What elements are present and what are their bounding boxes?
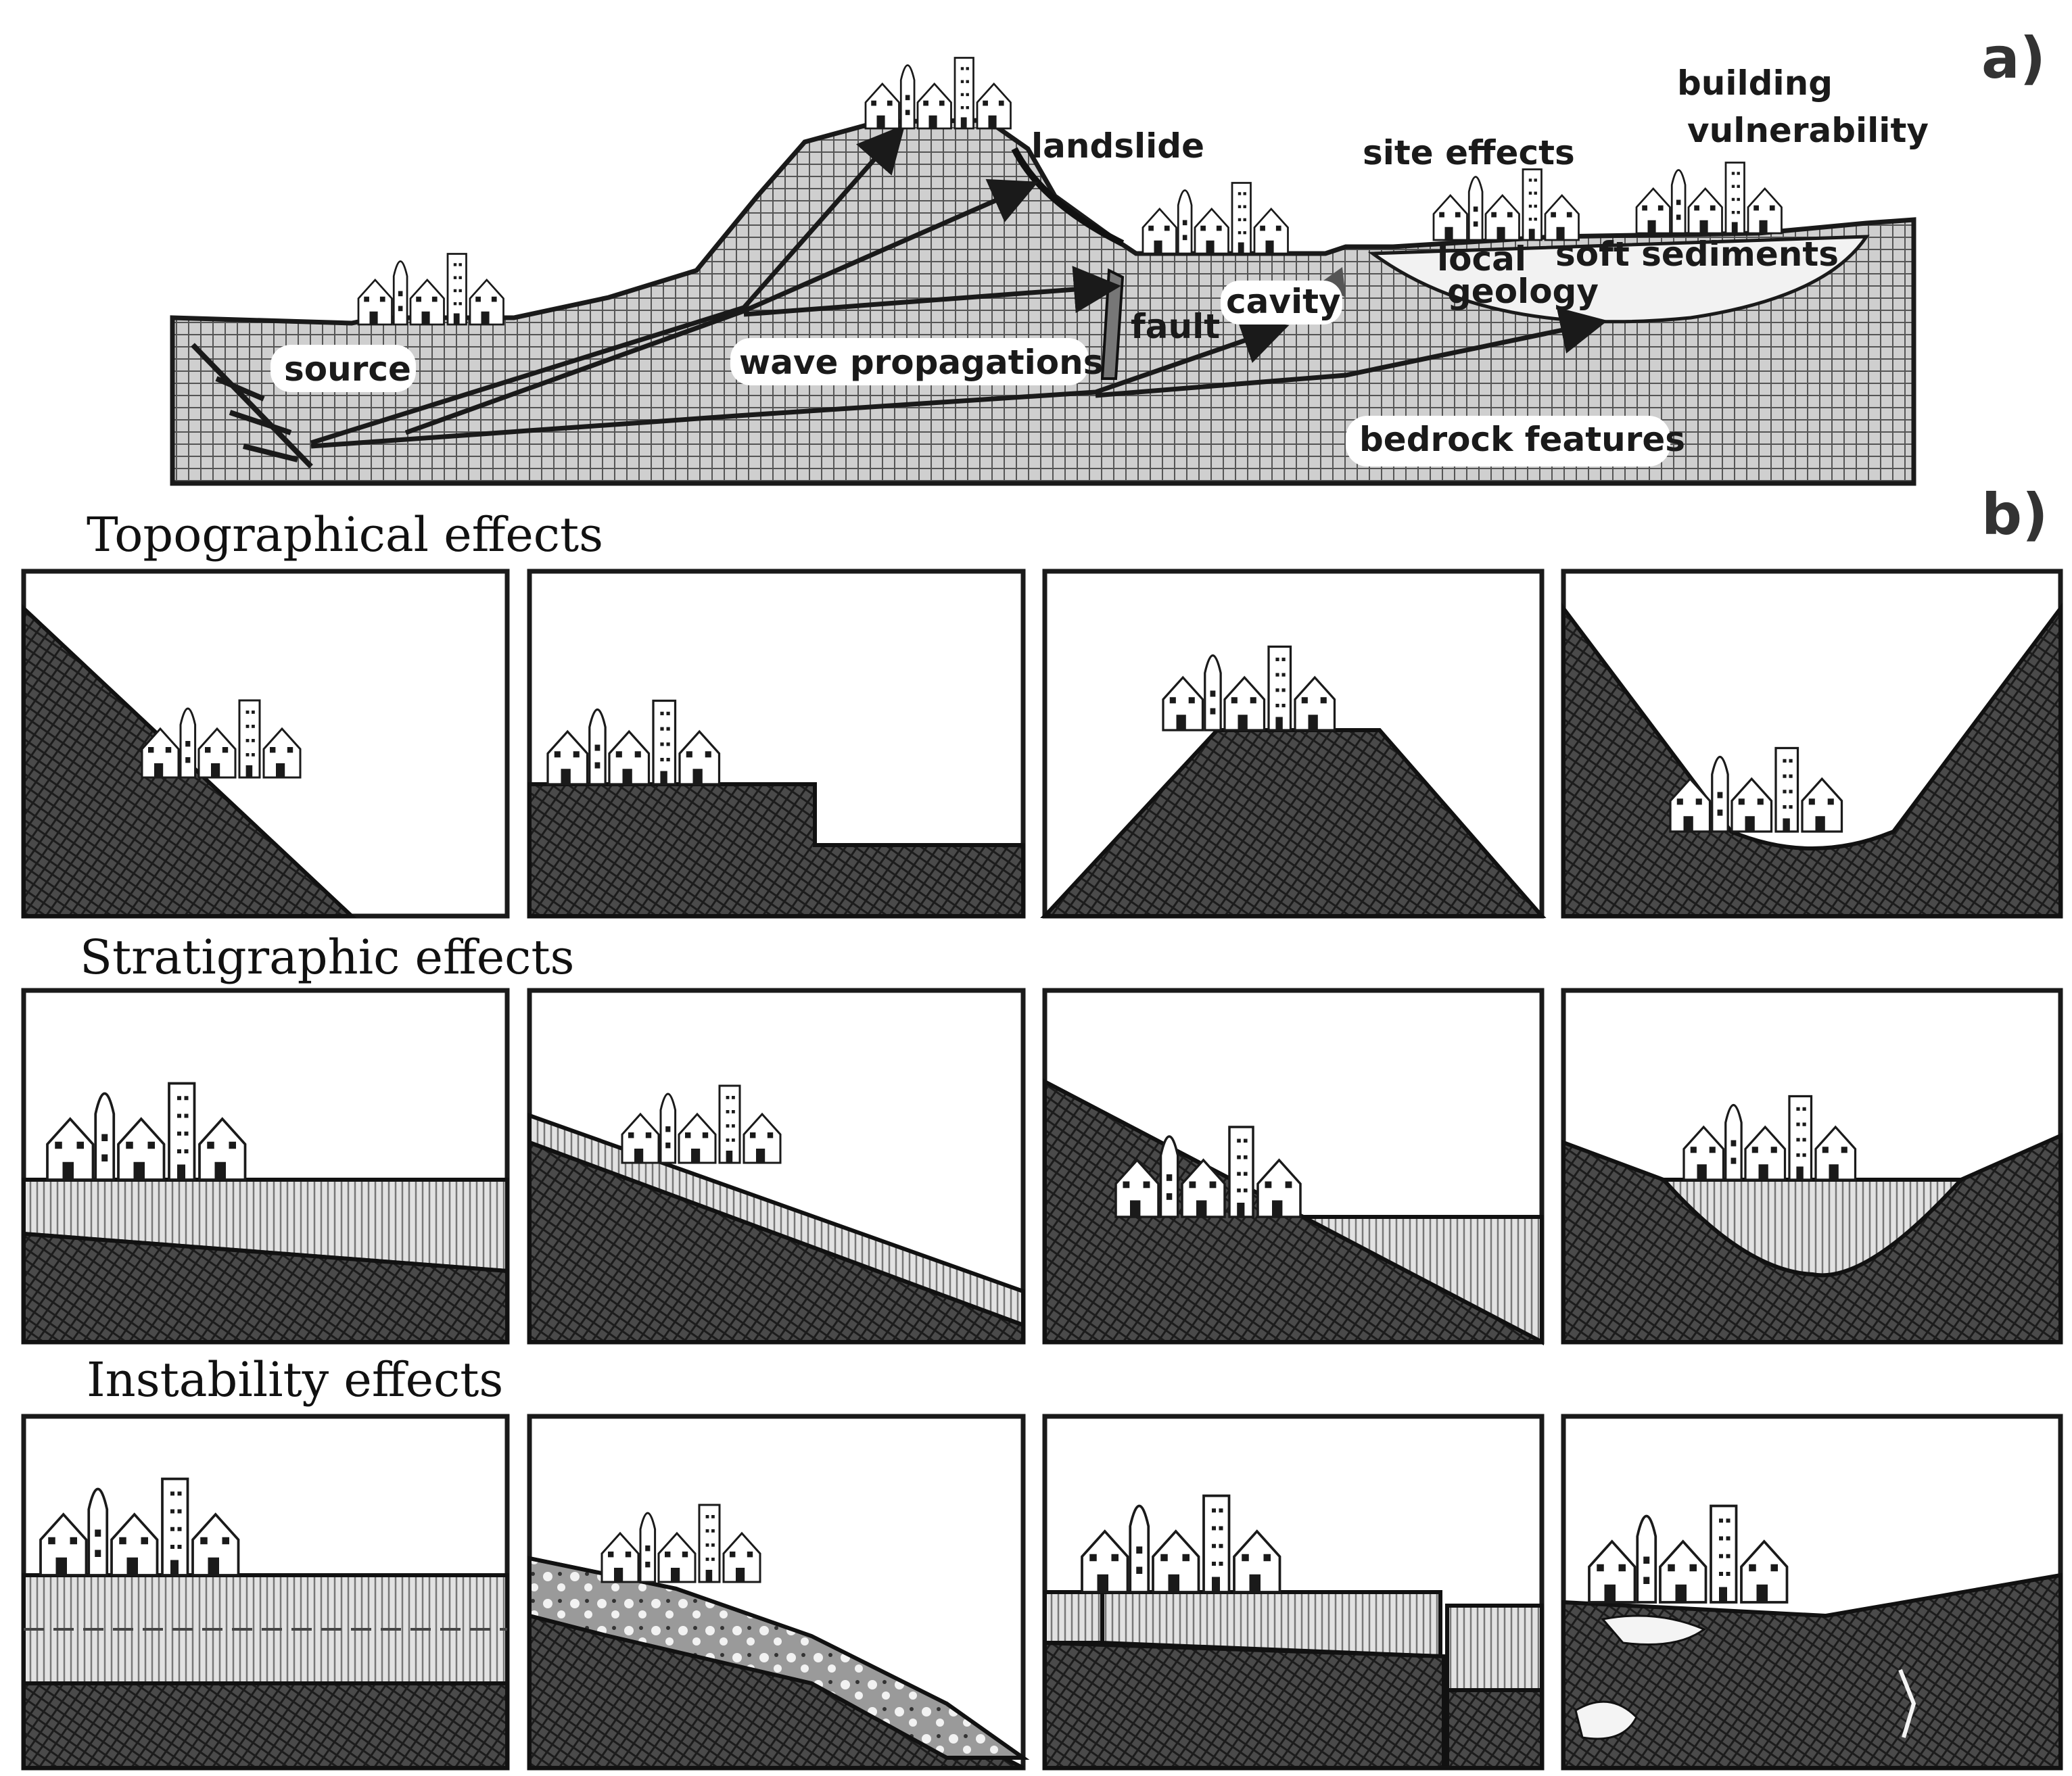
panel-hill-crest: [1040, 569, 1547, 919]
label-cavity: cavity: [1226, 282, 1341, 321]
landslide-slip: [1011, 147, 1125, 247]
label-building: building: [1677, 64, 1833, 103]
label-source: source: [284, 350, 411, 389]
panel-fault-offset: [1042, 1414, 1545, 1771]
village-hilltop: [866, 58, 1011, 129]
panel-slope: [21, 569, 510, 919]
soft-sediment-basin: [1367, 235, 1870, 324]
label-fault: fault: [1131, 307, 1220, 346]
village-basin: [1434, 170, 1579, 241]
stratigraphic-effects-row: [21, 988, 2063, 1345]
panel-flat-sediment-layer: [21, 988, 510, 1345]
panel-landslide-debris: [527, 1414, 1030, 1771]
panel-cavity-collapse: [1561, 1414, 2063, 1771]
panel-liquefaction-layer: [21, 1414, 510, 1771]
instability-effects-row: [21, 1414, 2063, 1771]
section-title-stratigraphic: Stratigraphic effects: [80, 930, 574, 985]
panel-inclined-layer: [527, 988, 1026, 1345]
label-bg: [270, 345, 416, 392]
label-landslide: landslide: [1031, 126, 1204, 166]
village-left: [358, 254, 504, 325]
panel-valley: [1561, 569, 2063, 919]
label-local: local: [1437, 239, 1526, 279]
panel-cliff-edge: [527, 569, 1026, 919]
label-vulnerability: vulnerability: [1687, 111, 1929, 150]
wave-propagation-rays: [310, 124, 1608, 449]
seismic-source: [191, 343, 313, 469]
label-bg: [1221, 281, 1342, 325]
village-right: [1637, 163, 1782, 234]
panel-a-cross-section: source wave propagations landslide fault…: [170, 58, 1929, 486]
panel-a-letter: a): [1981, 25, 2046, 91]
label-bg: [1346, 416, 1670, 466]
label-bg: [730, 338, 1089, 385]
label-bedrock-features: bedrock features: [1359, 420, 1685, 459]
label-site-effects: site effects: [1363, 133, 1575, 172]
section-title-instability: Instability effects: [87, 1352, 503, 1408]
topographical-effects-row: [21, 569, 2063, 919]
panel-wedge-layer: [1042, 988, 1545, 1345]
village-middle: [1143, 183, 1288, 254]
panel-basin-fill: [1561, 988, 2063, 1345]
label-wave-propagations: wave propagations: [739, 343, 1103, 382]
panel-b-letter: b): [1981, 481, 2048, 548]
terrain-cross-section: [170, 118, 1916, 486]
label-geology: geology: [1447, 272, 1599, 311]
section-title-topographical: Topographical effects: [87, 507, 603, 562]
label-soft-sediments: soft sediments: [1555, 235, 1839, 274]
